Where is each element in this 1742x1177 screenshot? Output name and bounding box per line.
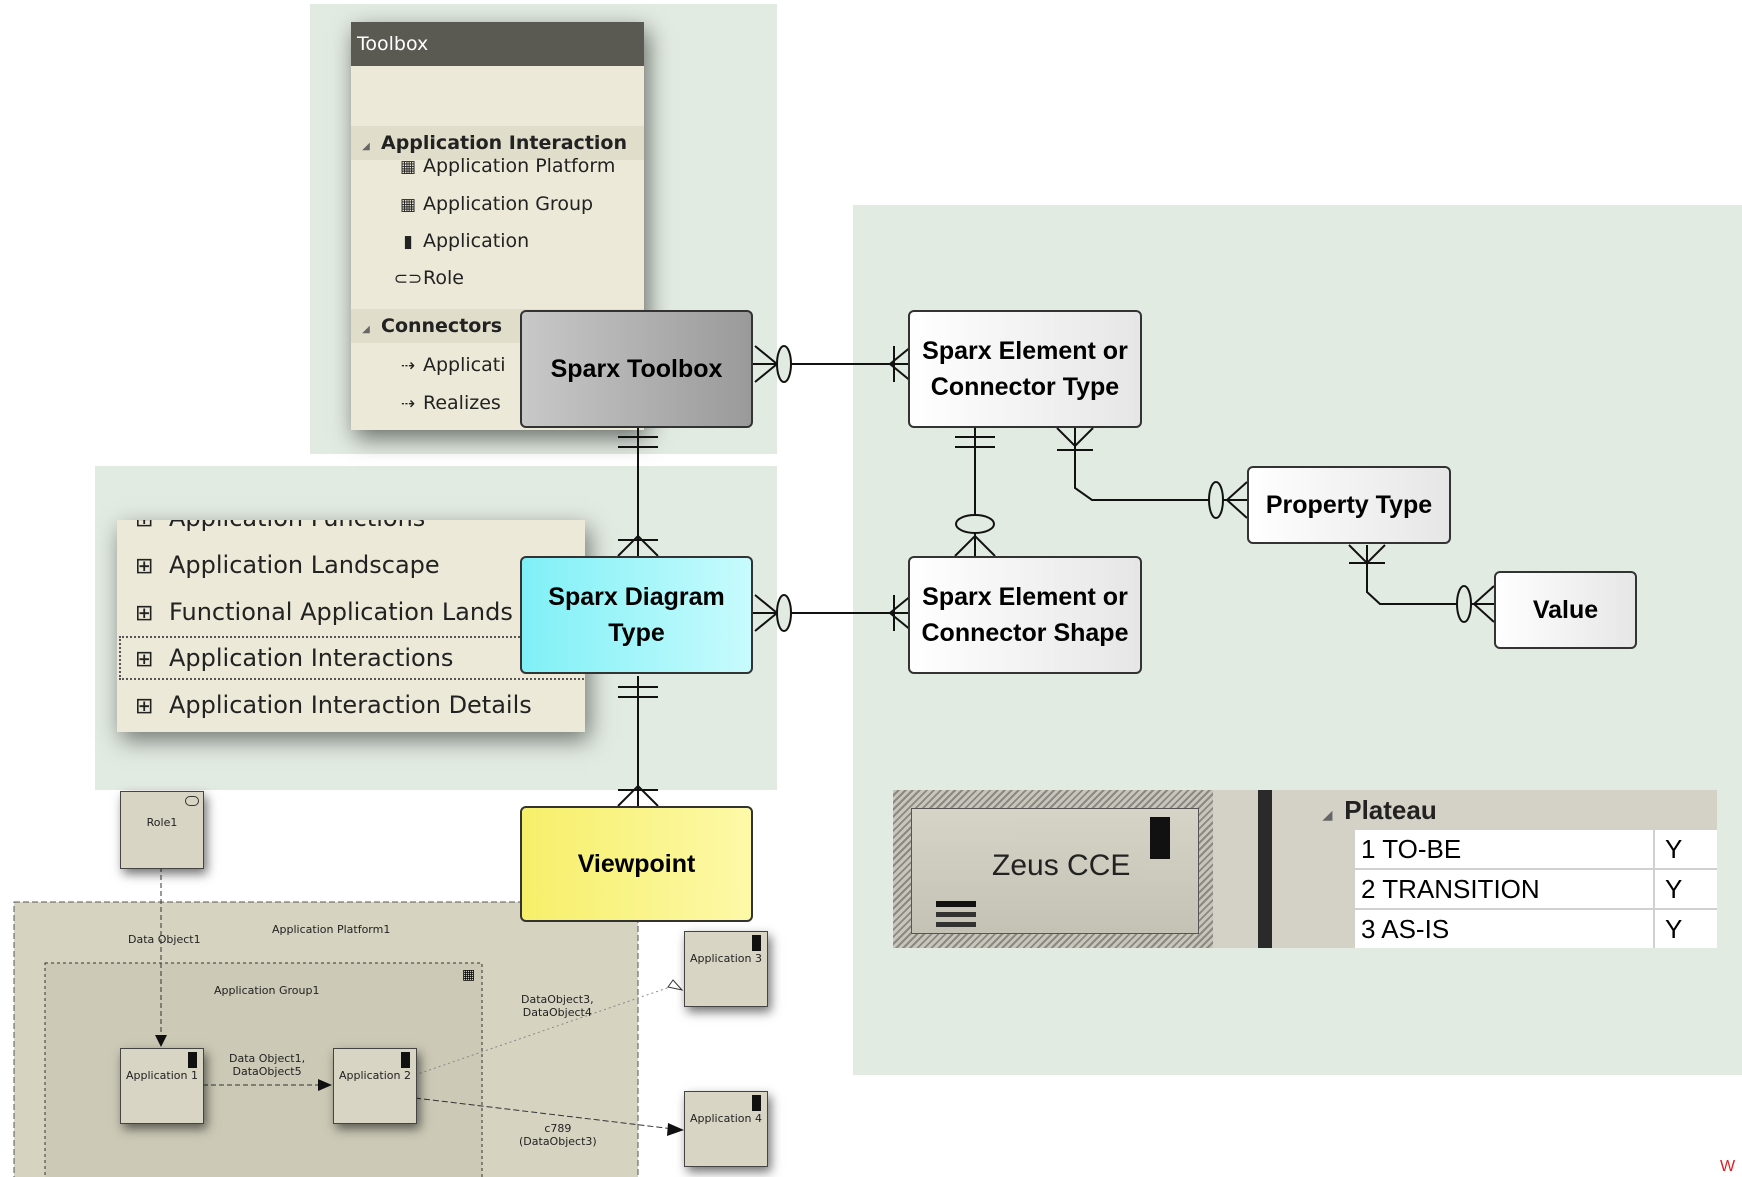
- arrowhead: [155, 1035, 167, 1047]
- element-properties-panel: Zeus CCE ◢Plateau 1 TO-BE Y 2 TRANSITION…: [893, 790, 1717, 948]
- flow-12-label-b: DataObject5: [232, 1065, 302, 1078]
- toolbox-item-role[interactable]: ⊂⊃Role: [393, 263, 464, 293]
- role1-label: Role1: [146, 816, 178, 829]
- application4-element[interactable]: Application 4: [684, 1091, 768, 1167]
- application-group-icon: ▦: [399, 195, 417, 215]
- app1-label: Application 1: [126, 1069, 198, 1082]
- application2-element[interactable]: Application 2: [333, 1048, 417, 1124]
- application-icon: [752, 935, 761, 951]
- role-icon: [185, 796, 199, 806]
- toolbox-window: Toolbox ◢ Application Interaction ▦Applic…: [351, 22, 644, 430]
- application-icon: [401, 1052, 410, 1068]
- viewpoint-entity[interactable]: Viewpoint: [520, 806, 753, 922]
- group-label: Application Group1: [214, 984, 320, 997]
- collapse-triangle-icon[interactable]: ◢: [362, 141, 370, 152]
- arrowhead-open: [667, 979, 684, 991]
- property-row[interactable]: 3 AS-IS Y: [1355, 910, 1717, 948]
- flow-23-label-b: DataObject4: [522, 1006, 592, 1019]
- app2-label: Application 2: [339, 1069, 411, 1082]
- arrowhead: [318, 1079, 332, 1091]
- platform-label: Application Platform1: [272, 923, 391, 936]
- toolbox-group-application-interaction[interactable]: ◢ Application Interaction: [351, 126, 644, 160]
- diagram-icon: ⊞: [135, 647, 154, 672]
- rel-elementtype-propertytype: [1074, 428, 1247, 501]
- diagram-item-application-landscape[interactable]: ⊞Application Landscape: [135, 543, 440, 587]
- diagram-item-application-interaction-details[interactable]: ⊞Application Interaction Details: [135, 683, 532, 727]
- sparx-toolbox-entity[interactable]: Sparx Toolbox: [520, 310, 753, 428]
- application3-element[interactable]: Application 3: [684, 931, 768, 1007]
- toolbox-item-connector[interactable]: ⇢Applicati: [393, 350, 506, 380]
- panel-divider: [1258, 790, 1272, 948]
- diagram-icon: ⊞: [135, 601, 154, 626]
- flow-24-label-a: c789: [544, 1122, 572, 1135]
- diagram-icon: ⊞: [135, 520, 169, 542]
- application-group-icon: ▦: [462, 967, 476, 983]
- collapse-triangle-icon[interactable]: ◢: [362, 324, 370, 335]
- property-type-entity[interactable]: Property Type: [1247, 466, 1451, 544]
- app3-label: Application 3: [690, 952, 762, 965]
- toolbox-group-label: Connectors: [381, 315, 503, 337]
- diagram-item-functional-application-landscape[interactable]: ⊞Functional Application Lands: [135, 590, 513, 634]
- application-icon: [1150, 817, 1170, 859]
- application-icon: [188, 1052, 197, 1068]
- watermark-text: W: [1720, 1158, 1736, 1175]
- realizes-arrow-icon: ⇢: [400, 394, 416, 414]
- toolbox-item-application[interactable]: ▮Application: [393, 226, 529, 256]
- arrowhead: [667, 1123, 684, 1136]
- value-entity[interactable]: Value: [1494, 571, 1637, 649]
- application-icon: ▮: [403, 232, 413, 252]
- application-interaction-diagram: Role1 Application Platform1 Data Object1…: [0, 780, 768, 1177]
- flow-12-label-a: Data Object1,: [229, 1052, 306, 1065]
- element-connector-type-entity[interactable]: Sparx Element or Connector Type: [908, 310, 1142, 428]
- rel-propertytype-value: [1366, 545, 1494, 605]
- zeus-element[interactable]: Zeus CCE: [911, 808, 1199, 934]
- application-icon: [752, 1095, 761, 1111]
- element-connector-shape-entity[interactable]: Sparx Element or Connector Shape: [908, 556, 1142, 674]
- flow-24-label-b: (DataObject3): [519, 1135, 597, 1148]
- diagram-item-application-interactions[interactable]: ⊞Application Interactions: [119, 636, 585, 680]
- diagram-icon: ⊞: [135, 694, 154, 719]
- role1-element[interactable]: Role1: [120, 791, 204, 869]
- property-row[interactable]: 2 TRANSITION Y: [1355, 870, 1717, 910]
- toolbox-title: Toolbox: [351, 22, 644, 66]
- toolbox-item-application-platform[interactable]: ▦Application Platform: [393, 151, 615, 181]
- toolbox-item-application-group[interactable]: ▦Application Group: [393, 189, 593, 219]
- toolbox-group-label: Application Interaction: [381, 132, 627, 154]
- toolbox-item-realizes[interactable]: ⇢Realizes: [393, 388, 501, 418]
- flow-23-label-a: DataObject3,: [521, 993, 594, 1006]
- application-platform-icon: ▦: [399, 157, 417, 177]
- diagram-type-list: ⊞Application Functions ⊞Application Land…: [117, 520, 585, 732]
- plateau-section-header[interactable]: ◢Plateau: [1323, 795, 1437, 825]
- sparx-diagram-type-entity[interactable]: Sparx Diagram Type: [520, 556, 753, 674]
- diagram-icon: ⊞: [135, 554, 154, 579]
- connector-arrow-icon: ⇢: [400, 356, 416, 376]
- collapse-triangle-icon: ◢: [1323, 808, 1333, 822]
- stereotype-bar: [936, 901, 976, 907]
- zeus-label: Zeus CCE: [992, 849, 1131, 882]
- flow-role-label: Data Object1: [128, 933, 201, 946]
- role-icon: ⊂⊃: [393, 269, 423, 289]
- app4-label: Application 4: [690, 1112, 762, 1125]
- application1-element[interactable]: Application 1: [120, 1048, 204, 1124]
- diagram-item-application-functions[interactable]: ⊞Application Functions: [135, 520, 425, 540]
- property-row[interactable]: 1 TO-BE Y: [1355, 830, 1717, 870]
